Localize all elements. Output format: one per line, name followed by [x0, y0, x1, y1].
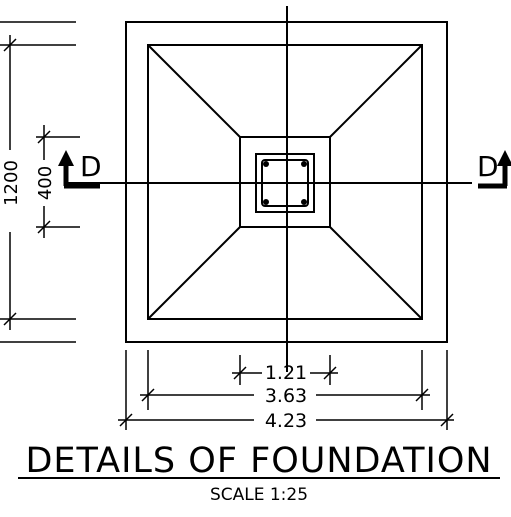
rebar [263, 199, 269, 205]
drawing-scale: SCALE 1:25 [210, 485, 308, 505]
section-marker-right-label: D [477, 150, 499, 183]
section-marker-right-arrow [478, 150, 511, 189]
dimension-1200-label: 1200 [1, 160, 22, 206]
rebar [263, 161, 269, 167]
slope-lines [147, 44, 423, 320]
dimension-3-63-label: 3.63 [265, 385, 307, 407]
vertical-dimension-1200 [0, 21, 76, 343]
section-marker-left-arrow [58, 150, 100, 189]
dimension-4-23-label: 4.23 [265, 410, 307, 432]
dimension-line-1-21 [232, 366, 338, 380]
dimension-400-label: 400 [35, 166, 56, 200]
drawing-title: DETAILS OF FOUNDATION [25, 441, 492, 481]
dimension-line-4-23 [118, 413, 454, 427]
dimension-1-21-label: 1.21 [265, 362, 307, 384]
vertical-dimension-400 [36, 125, 80, 238]
dimension-line-3-63 [140, 388, 430, 402]
rebar [301, 161, 307, 167]
horizontal-dimension-extension-lines [125, 350, 448, 430]
rebar [301, 199, 307, 205]
section-marker-left-label: D [80, 150, 102, 183]
